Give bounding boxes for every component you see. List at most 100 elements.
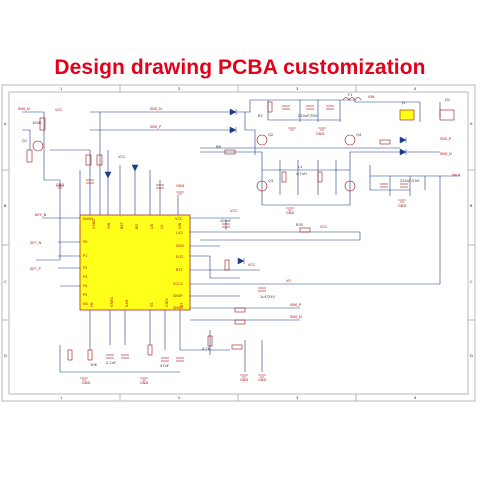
diode-d2 bbox=[229, 126, 237, 134]
ic-pin-top-7: VIN bbox=[178, 222, 182, 229]
net-vin: VIN bbox=[368, 95, 375, 99]
frame-labels: A B C D A B C D 1 2 3 4 1 2 3 4 bbox=[4, 87, 473, 400]
frame-row-a: A bbox=[4, 122, 7, 126]
net-set-n: SET_N bbox=[30, 241, 42, 245]
resistor-r1 bbox=[26, 149, 33, 163]
ic-pin-right-1: VCC bbox=[175, 217, 183, 221]
transistor-q5 bbox=[344, 180, 356, 192]
net-gnd-7: GND bbox=[140, 381, 148, 385]
ic-pin-right-2: LX2 bbox=[176, 231, 183, 235]
ic-pin-bottom-5: CDIV bbox=[165, 298, 169, 307]
gnd-4 bbox=[318, 127, 326, 131]
frame-row-c-right: C bbox=[470, 280, 473, 284]
resistor-r4 bbox=[96, 154, 103, 166]
diode-d7 bbox=[104, 171, 112, 179]
resistor-r2 bbox=[39, 117, 46, 131]
resistor-r17 bbox=[207, 335, 213, 347]
transistor-q1 bbox=[32, 140, 44, 152]
fuse-f1 bbox=[399, 109, 415, 121]
net-sns-n-right: SNS_N bbox=[440, 152, 452, 156]
diode-d4 bbox=[399, 136, 407, 144]
frame-row-b-right: B bbox=[470, 204, 473, 208]
transistor-q4 bbox=[344, 134, 356, 146]
label-f1: F1 bbox=[348, 93, 352, 97]
gnd-5 bbox=[286, 207, 294, 211]
frame-col-1-bottom: 1 bbox=[60, 396, 62, 400]
ic-pin-left-6: P4 bbox=[83, 284, 88, 288]
connector-j1 bbox=[439, 109, 455, 121]
label-res-100k: 100K bbox=[32, 121, 42, 125]
schematic-wires bbox=[22, 99, 460, 373]
gnd-7 bbox=[80, 377, 88, 381]
label-d1: D1 bbox=[445, 98, 450, 102]
controller-ic bbox=[79, 214, 191, 311]
ic-pin-left-5: P3 bbox=[83, 275, 87, 279]
ic-pin-top-2: VIN bbox=[107, 222, 111, 229]
part-labels: Q1 Q2 Q3 Q4 R2 R8 R35 L1 4.7uH 220uF/35V… bbox=[22, 93, 450, 368]
ic-pin-left-4: P2 bbox=[83, 266, 87, 270]
ic-pin-right-5: RT2 bbox=[176, 268, 183, 272]
net-vcc-4: VCC bbox=[248, 263, 256, 267]
label-q3: Q3 bbox=[268, 179, 273, 183]
label-q2: Q2 bbox=[268, 133, 273, 137]
capacitor-group bbox=[86, 105, 408, 362]
ic-pin-labels: SNSN P0 P1 P2 P3 P4 P5 NC VCC LX2 SW2 EG… bbox=[83, 217, 184, 310]
label-q1: Q1 bbox=[22, 139, 27, 143]
resistor-r18 bbox=[231, 344, 243, 350]
resistor-r8 bbox=[267, 101, 273, 113]
ic-pin-top-4: BG bbox=[135, 224, 139, 229]
net-gnd-8: GND bbox=[240, 378, 248, 382]
resistor-r15 bbox=[87, 349, 93, 361]
ic-pin-bottom-4: SS bbox=[150, 302, 154, 307]
ic-pin-top-6: LX bbox=[160, 224, 164, 229]
transistor-q3 bbox=[256, 180, 268, 192]
label-q4: Q4 bbox=[356, 133, 362, 137]
frame-col-2-bottom: 2 bbox=[178, 396, 180, 400]
resistor-r14 bbox=[67, 349, 73, 361]
net-sns-p-bottom: SNS_P bbox=[290, 303, 302, 307]
ic-pin-left-7: P5 bbox=[83, 293, 87, 297]
label-c-out: 220uF/25V bbox=[400, 179, 420, 183]
net-gnd-4: GND bbox=[286, 211, 294, 215]
gnd-9 bbox=[240, 374, 248, 378]
components bbox=[26, 97, 455, 362]
ic-pin-right-8: SNSN bbox=[173, 306, 183, 310]
gnd-2 bbox=[176, 191, 184, 195]
net-sns-p-top: SNS_P bbox=[150, 125, 162, 129]
ic-pin-right-7: SNSP bbox=[173, 294, 183, 298]
net-labels: SNS_N SNS_N SNS_P SNS_P SNS_N SNS_P SNS_… bbox=[18, 95, 461, 385]
label-cap-1uf: 1uF/25V bbox=[260, 295, 275, 299]
net-vcc-5: VCC bbox=[320, 225, 328, 229]
net-vcc-2: VCC bbox=[118, 155, 126, 159]
resistor-r5 bbox=[224, 149, 236, 155]
label-r35: R35 bbox=[296, 223, 303, 227]
gnd-3 bbox=[288, 127, 296, 131]
ic-pin-left-8: NC bbox=[83, 302, 89, 306]
ic-pin-left-3: P1 bbox=[83, 254, 87, 258]
net-vo: VO bbox=[286, 279, 291, 283]
gnd-8 bbox=[140, 377, 148, 381]
frame-row-c: C bbox=[4, 280, 7, 284]
net-gnd-1: GND bbox=[56, 183, 64, 187]
frame-col-4: 4 bbox=[414, 87, 417, 91]
frame-row-b: B bbox=[4, 204, 7, 208]
label-res-10k: 10K bbox=[90, 363, 98, 367]
net-sns-p-right: SNS_P bbox=[440, 137, 452, 141]
net-sns-n-bottom: SNS_N bbox=[290, 315, 302, 319]
resistor-r12 bbox=[234, 307, 246, 313]
ic-pin-left-1: SNSN bbox=[83, 217, 93, 221]
label-c-bulk: 220uF/35V bbox=[298, 114, 318, 118]
net-gnd-5: GND bbox=[398, 204, 406, 208]
net-set-p: SET_P bbox=[30, 267, 42, 271]
diode-d3 bbox=[237, 257, 245, 265]
frame-row-d: D bbox=[4, 354, 7, 358]
ic-pin-bottom-3: ILIM bbox=[125, 300, 129, 307]
drawing-frame bbox=[1, 84, 476, 402]
ic-pin-bottom-6: RT bbox=[180, 302, 184, 307]
diode-d6 bbox=[131, 164, 139, 172]
net-gnd-6: GND bbox=[82, 381, 90, 385]
label-l1-value: 4.7uH bbox=[296, 172, 307, 176]
diode-d5 bbox=[399, 148, 407, 156]
resistor-r3 bbox=[85, 154, 92, 166]
net-vout: Vout bbox=[452, 173, 461, 177]
